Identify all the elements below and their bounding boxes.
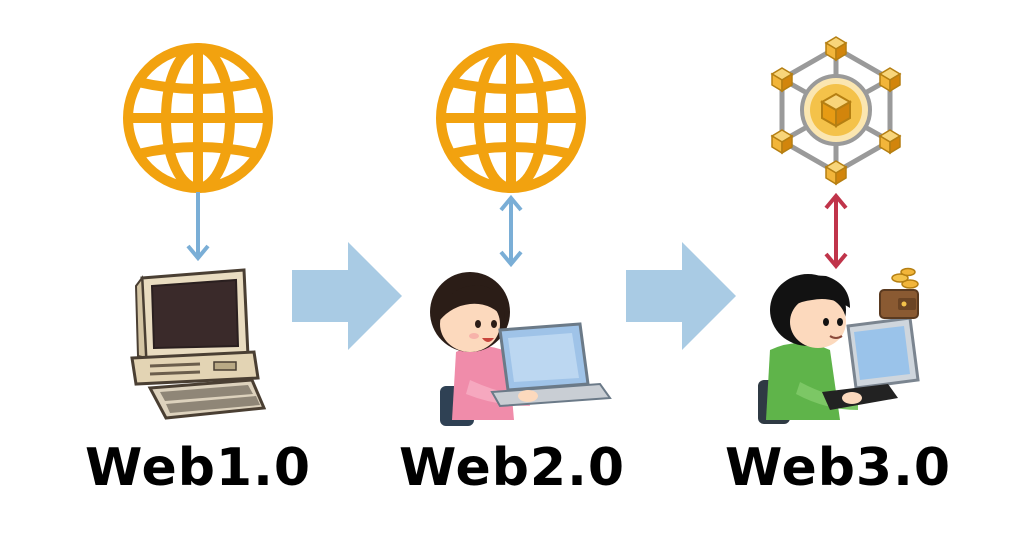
boy-with-tablet-and-wallet-icon: [758, 267, 920, 424]
two-way-arrow: [824, 192, 848, 270]
stage-label-web2: Web2.0: [398, 438, 626, 498]
right-arrow-icon: [292, 242, 402, 350]
two-way-arrow: [499, 194, 523, 268]
globe-icon: [436, 43, 586, 193]
globe-icon: [123, 43, 273, 193]
node-cube-icon: [770, 129, 794, 155]
blockchain-network-icon: [770, 36, 902, 186]
girl-with-laptop-icon: [430, 272, 612, 426]
node-cube-icon: [878, 67, 902, 93]
node-cube-icon: [824, 160, 848, 186]
node-cube-icon: [770, 67, 794, 93]
stage-label-web1: Web1.0: [84, 438, 312, 498]
right-arrow-icon: [626, 242, 736, 350]
retro-computer-icon: [130, 268, 267, 420]
node-cube-icon: [824, 36, 848, 62]
one-way-arrow: [186, 192, 210, 262]
node-cube-icon: [878, 129, 902, 155]
stage-label-web3: Web3.0: [724, 438, 952, 498]
